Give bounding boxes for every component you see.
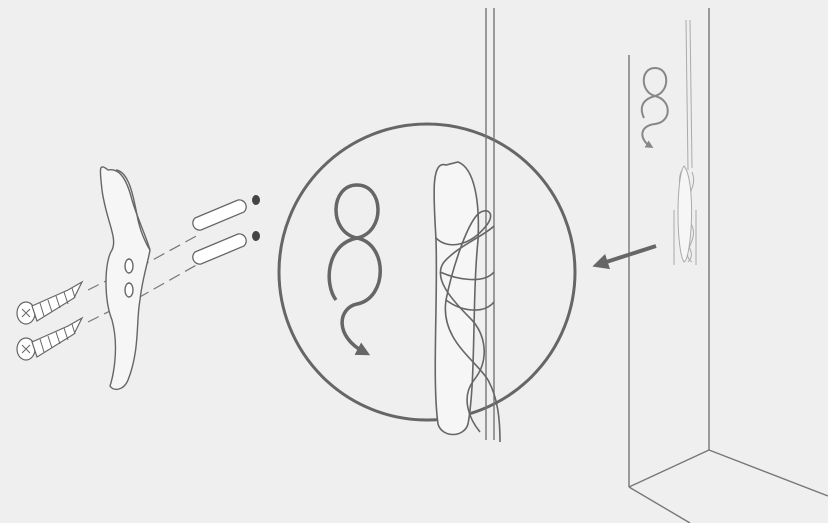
zoom-circle — [279, 124, 575, 420]
